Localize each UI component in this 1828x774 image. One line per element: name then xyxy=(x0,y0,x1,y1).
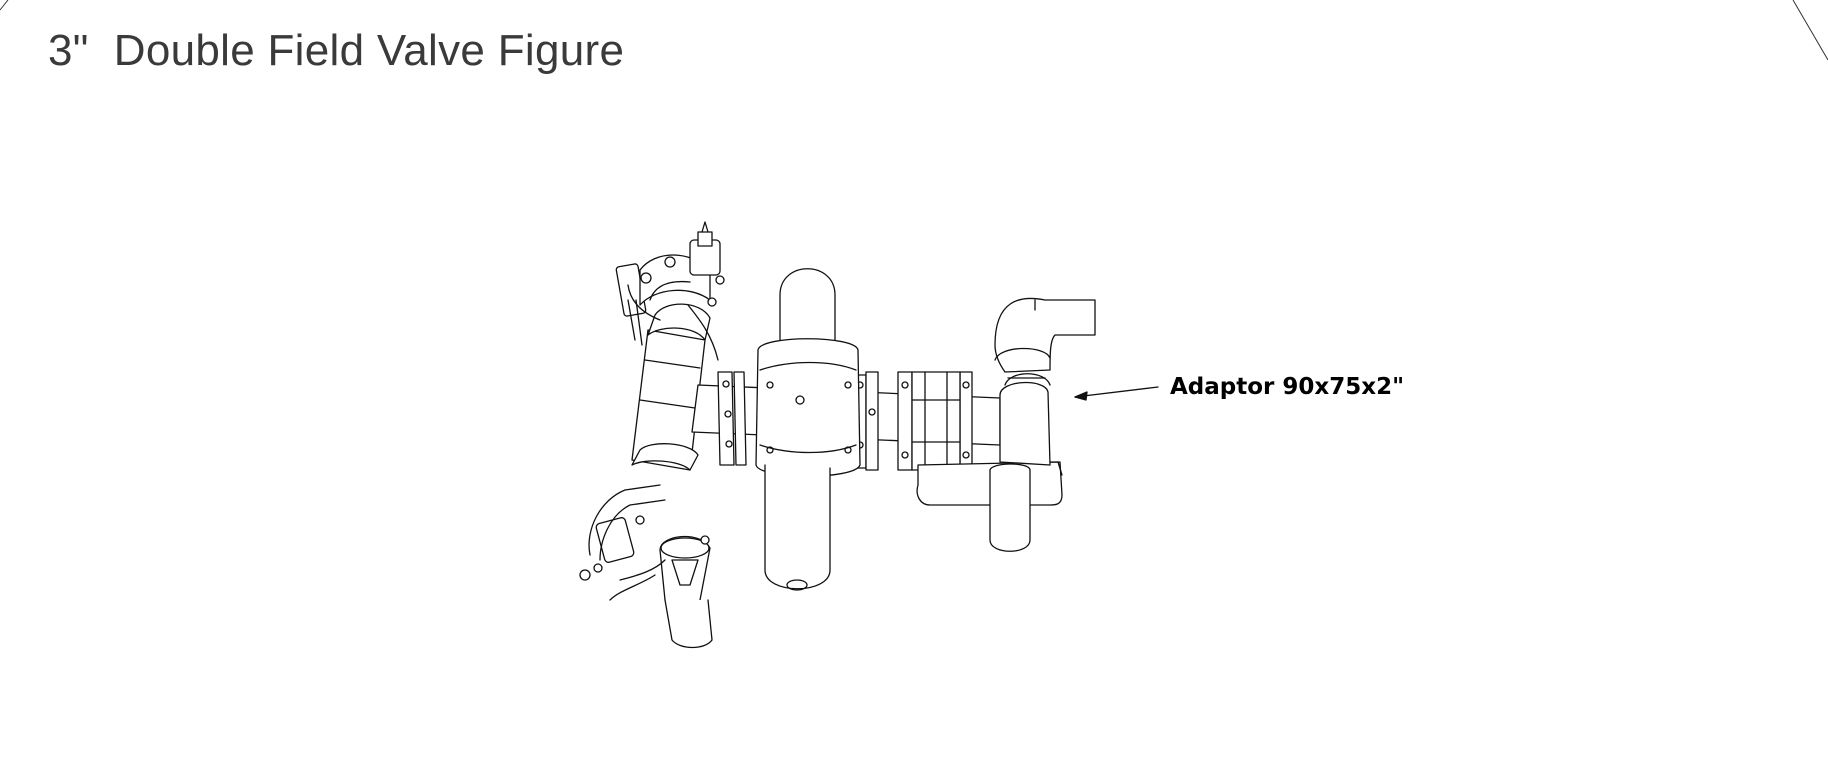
adaptor-callout-label: Adaptor 90x75x2" xyxy=(1170,374,1405,400)
upper-pilot-assembly xyxy=(615,221,725,361)
central-valve-body xyxy=(755,268,861,591)
right-elbow-adaptor xyxy=(989,297,1096,552)
page-title: 3" Double Field Valve Figure xyxy=(48,26,625,75)
left-manifold-pipe xyxy=(631,303,711,471)
adaptor-callout-arrow xyxy=(1074,386,1159,401)
lower-pilot-assembly xyxy=(579,484,713,649)
